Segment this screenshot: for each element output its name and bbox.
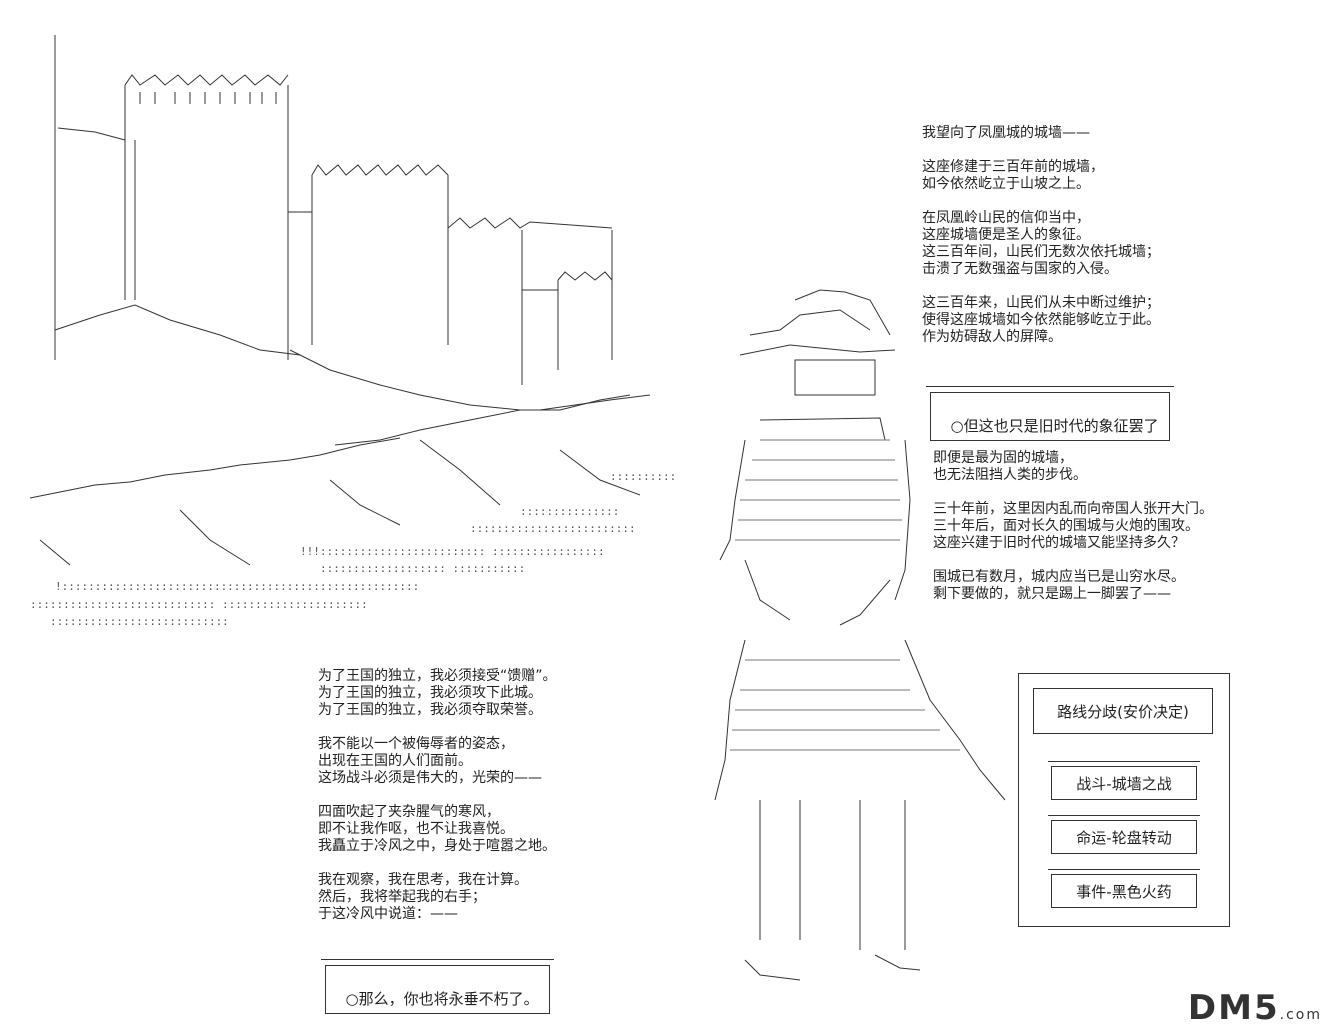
text-line: 即不让我作呕，也不让我喜悦。 — [318, 821, 514, 837]
text-line: 使得这座城墙如今依然能够屹立于此。 — [922, 312, 1160, 328]
text-line — [318, 855, 557, 872]
quote-but-box: ○但这也只是旧时代的象征罢了 — [926, 386, 1174, 441]
text-line — [922, 278, 1160, 295]
text-line: 这座修建于三百年前的城墙， — [922, 159, 1104, 175]
text-line: 这三百年间，山民们无数次依托城墙； — [922, 244, 1160, 260]
text-line: 为了王国的独立，我必须夺取荣誉。 — [318, 702, 542, 718]
text-line: 我在观察，我在思考，我在计算。 — [318, 872, 528, 888]
text-line: 于这冷风中说道：—— — [318, 906, 458, 922]
text-line — [922, 193, 1160, 210]
text-line — [318, 719, 557, 736]
narration-mid-right: 即便是最为固的城墙，也无法阻挡人类的步伐。三十年前，这里因内乱而向帝国人张开大门… — [933, 450, 1213, 603]
text-line: 围城已有数月，城内应当已是山穷水尽。 — [933, 569, 1185, 585]
route-choice-title: 路线分歧(安价决定) — [1033, 688, 1213, 734]
text-line — [318, 787, 557, 804]
svg-text:!:::::::::::::::::::::::::::::: !:::::::::::::::::::::::::::::::::::::::… — [55, 580, 419, 593]
route-choice-panel: 路线分歧(安价决定) 战斗-城墙之战 命运-轮盘转动 事件-黑色火药 — [1018, 673, 1230, 927]
text-line: 三十年后，面对长久的围城与火炮的围攻。 — [933, 518, 1199, 534]
text-line: 在凤凰岭山民的信仰当中， — [922, 210, 1090, 226]
text-line: 我矗立于冷风之中，身处于喧嚣之地。 — [318, 838, 556, 854]
choice-fate-wheel[interactable]: 命运-轮盘转动 — [1048, 815, 1200, 854]
svg-text:::::::::::::::::::::::::::::: :::::::::::::::::::::::::::: :::::::::::… — [30, 598, 368, 611]
svg-text:::::::::::: :::::::::: — [610, 470, 676, 483]
choice-battle-wall[interactable]: 战斗-城墙之战 — [1048, 761, 1200, 800]
text-line: 剩下要做的，就只是踢上一脚罢了—— — [933, 586, 1171, 602]
text-line: 即便是最为固的城墙， — [933, 450, 1073, 466]
site-watermark-logo: DM5.com — [1187, 988, 1322, 1028]
text-line: 击溃了无数强盗与国家的入侵。 — [922, 261, 1118, 277]
text-line: 这座城墙便是圣人的象征。 — [922, 227, 1090, 243]
text-line: 作为妨碍敌人的屏障。 — [922, 329, 1062, 345]
text-line: 三十年前，这里因内乱而向帝国人张开大门。 — [933, 501, 1213, 517]
svg-text::::::::::::::::::::::::::: ::::::::::::::::::::::::: — [470, 522, 636, 535]
text-line: 也无法阻挡人类的步伐。 — [933, 467, 1087, 483]
quote-but-text: ○但这也只是旧时代的象征罢了 — [950, 417, 1159, 435]
text-line: 为了王国的独立，我必须攻下此城。 — [318, 685, 542, 701]
text-line: 四面吹起了夹杂腥气的寒风， — [318, 804, 500, 820]
svg-text::::::::::::::::: ::::::::::::::: — [520, 505, 619, 518]
text-line — [933, 484, 1213, 501]
text-line: 我不能以一个被侮辱者的姿态， — [318, 736, 514, 752]
text-line: 如今依然屹立于山坡之上。 — [922, 176, 1090, 192]
svg-text::::::::::::::::::::::::::::: ::::::::::::::::::::::::::: — [50, 615, 229, 628]
svg-text:!!!:::::::::::::::::::::::::: !!!::::::::::::::::::::::::: :::::::::::… — [300, 545, 605, 558]
narration-top-right: 我望向了凤凰城的城墙—— 这座修建于三百年前的城墙，如今依然屹立于山坡之上。在凤凰… — [922, 125, 1160, 346]
text-line: 为了王国的独立，我必须接受“馈赠”。 — [318, 668, 557, 684]
quote-immortal-box: ○那么，你也将永垂不朽了。 — [321, 959, 554, 1014]
text-line: 这场战斗必须是伟大的，光荣的—— — [318, 770, 542, 786]
quote-immortal-text: ○那么，你也将永垂不朽了。 — [345, 990, 539, 1008]
choice-event-gunpowder[interactable]: 事件-黑色火药 — [1048, 869, 1200, 908]
text-line: 这三百年来，山民们从未中断过维护； — [922, 295, 1160, 311]
text-line: 我望向了凤凰城的城墙—— — [922, 125, 1090, 141]
text-line: 出现在王国的人们面前。 — [318, 753, 472, 769]
text-line — [933, 552, 1213, 569]
narration-bottom-left: 为了王国的独立，我必须接受“馈赠”。为了王国的独立，我必须攻下此城。为了王国的独… — [318, 668, 557, 923]
svg-text:::::::::::::::::::: :::::::::: ::::::::::::::::::: ::::::::::: — [320, 562, 525, 575]
text-line — [922, 142, 1160, 159]
text-line: 然后，我将举起我的右手； — [318, 889, 486, 905]
text-line: 这座兴建于旧时代的城墙又能坚持多久？ — [933, 535, 1185, 551]
